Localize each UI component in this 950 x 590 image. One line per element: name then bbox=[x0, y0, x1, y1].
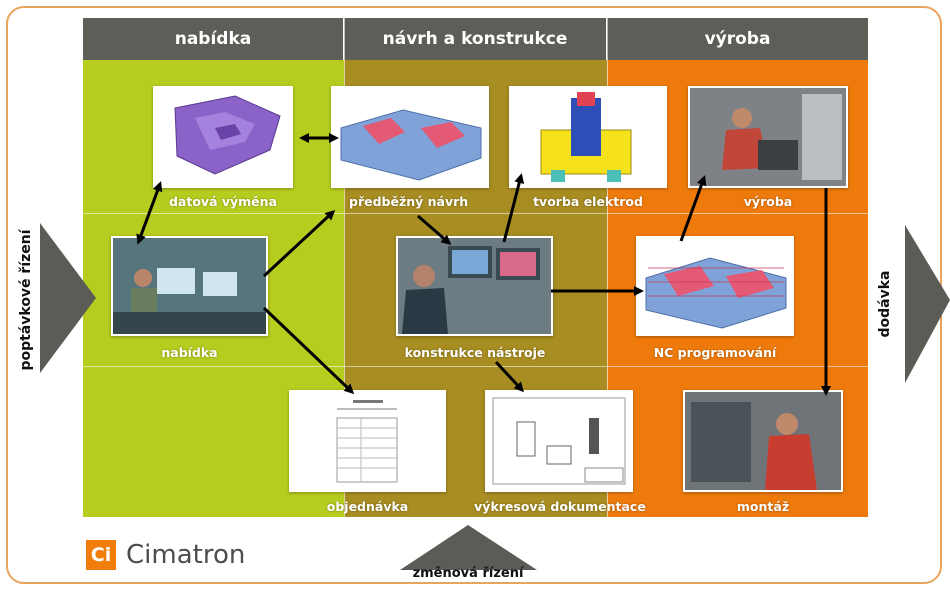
column-divider bbox=[607, 18, 608, 517]
left-input-arrow bbox=[40, 223, 96, 373]
column-header-navrh: návrh a konstrukce bbox=[344, 18, 606, 60]
image-nc-programovani bbox=[636, 236, 794, 336]
image-objednavka bbox=[289, 390, 446, 492]
arrow-nabidka-datova bbox=[136, 181, 163, 245]
logo-name: Cimatron bbox=[126, 540, 246, 570]
label-dodavka: dodávka bbox=[877, 270, 893, 338]
label-konstrukce-nastroje: konstrukce nástroje bbox=[404, 345, 546, 360]
label-zmenova-rizeni: změnová řízení bbox=[412, 566, 524, 581]
label-montaz: montáž bbox=[736, 499, 790, 514]
row-divider bbox=[83, 366, 868, 367]
arrow-konstrukce-vykres bbox=[494, 360, 525, 393]
label-vykresova-dokumentace: výkresová dokumentace bbox=[474, 499, 646, 514]
label-datova-vymena: datová výměna bbox=[168, 194, 277, 209]
column-divider bbox=[344, 18, 345, 517]
right-output-arrow bbox=[905, 225, 950, 383]
image-datova-vymena bbox=[153, 86, 293, 188]
label-vyroba: výroba bbox=[743, 194, 793, 209]
row-divider bbox=[83, 213, 868, 214]
bottom-input-arrow bbox=[400, 525, 537, 570]
image-vykresova-dokumentace bbox=[485, 390, 633, 492]
image-vyroba bbox=[688, 86, 848, 188]
image-predbezny-navrh bbox=[331, 86, 489, 188]
image-tvorba-elektrod bbox=[509, 86, 667, 188]
column-header-vyroba: výroba bbox=[607, 18, 868, 60]
arrow-nabidka-predbezny bbox=[262, 209, 336, 278]
arrow-nc-vyroba bbox=[679, 175, 707, 242]
logo-badge: Ci bbox=[86, 540, 116, 570]
arrow-nabidka-objednavka bbox=[262, 306, 355, 395]
label-poptavkove-rizeni: poptávkové řízení bbox=[18, 229, 34, 371]
column-header-nabidka: nabídka bbox=[83, 18, 343, 60]
label-nc-programovani: NC programování bbox=[653, 345, 777, 360]
label-tvorba-elektrod: tvorba elektrod bbox=[533, 194, 643, 209]
arrow-konstrukce-elektrod bbox=[502, 173, 525, 243]
label-predbezny-navrh: předběžný návrh bbox=[349, 194, 469, 209]
image-nabidka bbox=[111, 236, 268, 336]
label-nabidka: nabídka bbox=[161, 345, 218, 360]
arrow-predbezny-konstrukce bbox=[417, 214, 452, 245]
label-objednavka: objednávka bbox=[326, 499, 409, 514]
image-montaz bbox=[683, 390, 843, 492]
cimatron-logo: Ci Cimatron bbox=[86, 540, 245, 570]
image-konstrukce-nastroje bbox=[396, 236, 553, 336]
